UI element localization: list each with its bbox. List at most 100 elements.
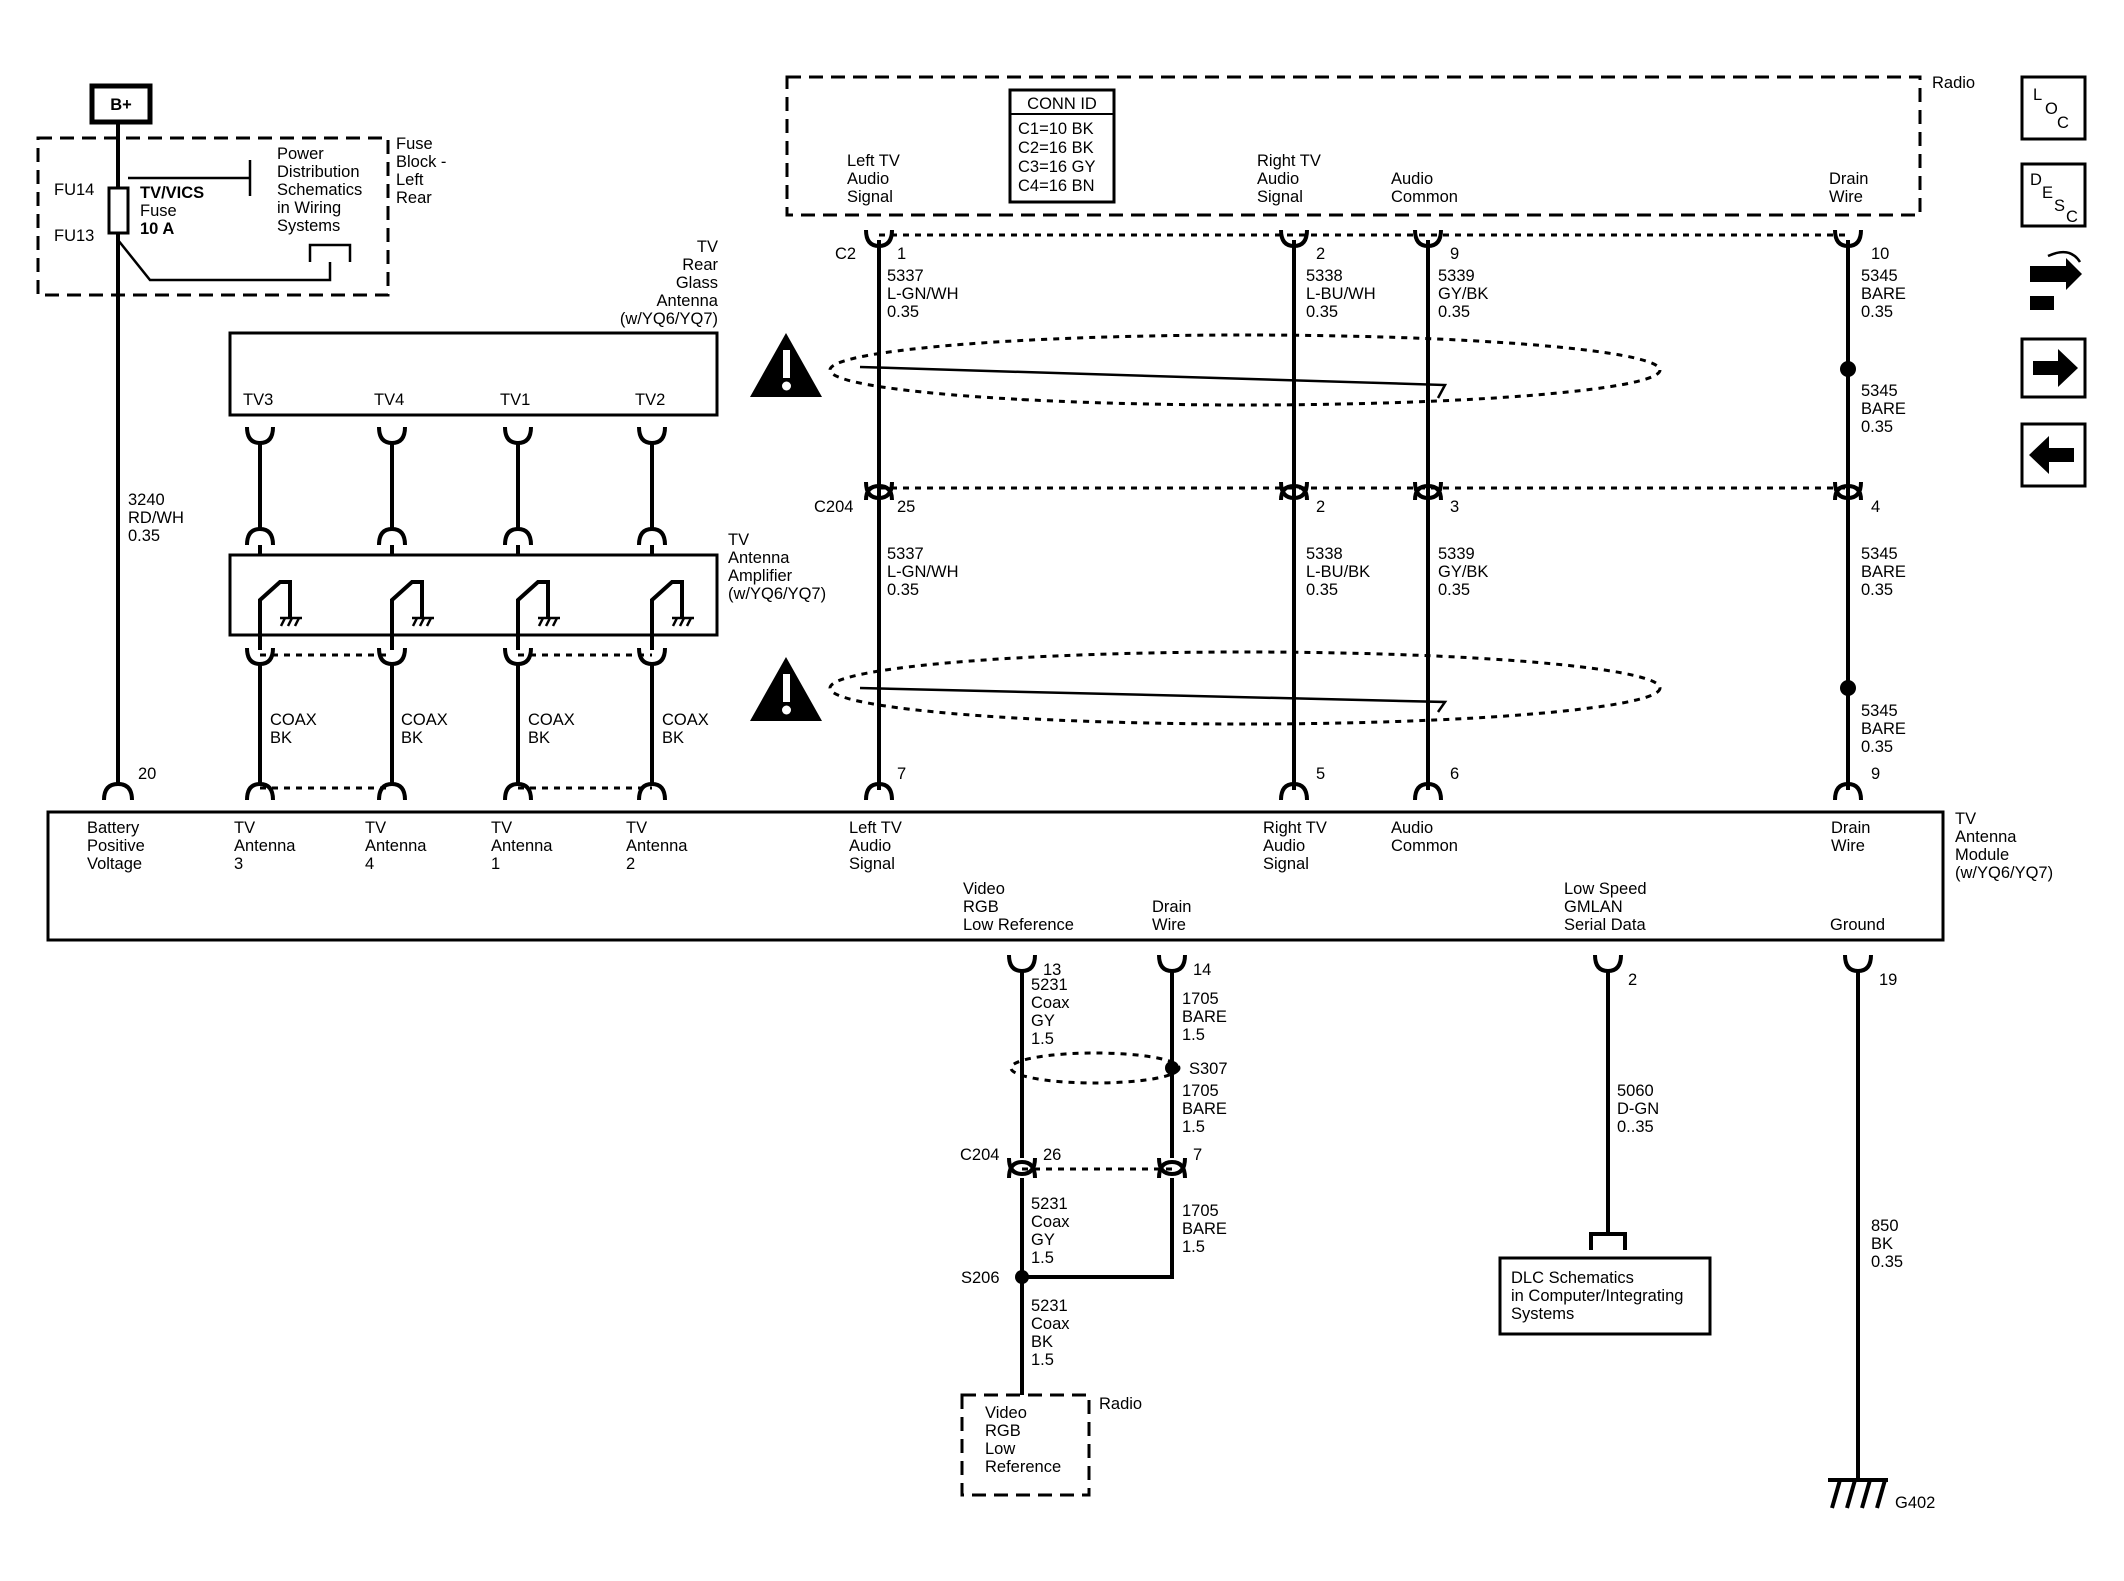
coax-color: BK xyxy=(662,729,684,747)
antenna-column-tv1 xyxy=(503,426,560,801)
desc-letter: E xyxy=(2042,184,2053,202)
dlc-line: DLC Schematics xyxy=(1511,1269,1634,1287)
module-pin-num: 7 xyxy=(897,765,906,783)
coax-label: COAX xyxy=(401,711,448,729)
module-drain-label: Wire xyxy=(1831,837,1865,855)
shield-splice-2 xyxy=(1840,680,1856,696)
module-drain2-label: Wire xyxy=(1152,916,1186,934)
module-battery-label: Battery xyxy=(87,819,140,837)
dlc-line: in Computer/Integrating xyxy=(1511,1287,1683,1305)
module-ant1-label: TV xyxy=(491,819,512,837)
module-ant3-label: Antenna xyxy=(234,837,296,855)
dlc-connector xyxy=(1589,1232,1627,1250)
c204-pin-7: 7 xyxy=(1193,1146,1202,1164)
module-pin-6 xyxy=(1413,781,1443,801)
w1705a: BARE xyxy=(1182,1008,1227,1026)
w1705c: 1.5 xyxy=(1182,1238,1205,1256)
conn-id-row: C1=10 BK xyxy=(1018,120,1094,138)
c2-wire-size: 0.35 xyxy=(1306,303,1338,321)
module-ant2-label: Antenna xyxy=(626,837,688,855)
loc-letter: L xyxy=(2033,86,2042,104)
rear-glass-line: (w/YQ6/YQ7) xyxy=(620,310,718,328)
drain-lower-size: 0.35 xyxy=(1861,418,1893,436)
module-battery-label: Voltage xyxy=(87,855,142,873)
c2-wire-color: BARE xyxy=(1861,285,1906,303)
c204-wire-id: 5338 xyxy=(1306,545,1343,563)
radio-sig-right: Right TV xyxy=(1257,152,1321,170)
radio-video-line: Video xyxy=(985,1404,1027,1422)
module-pin-5 xyxy=(1279,781,1309,801)
module-ground-label: Ground xyxy=(1830,916,1885,934)
radio-video-line: RGB xyxy=(985,1422,1021,1440)
c2-wire-size: 0.35 xyxy=(887,303,919,321)
w5231a: GY xyxy=(1031,1012,1055,1030)
module-pin-num: 6 xyxy=(1450,765,1459,783)
c204-wire-id: 5345 xyxy=(1861,545,1898,563)
w850: 0.35 xyxy=(1871,1253,1903,1271)
module-gmlan-label: Low Speed xyxy=(1564,880,1647,898)
wire-3240-size: 0.35 xyxy=(128,527,160,545)
pd-line-3: Schematics xyxy=(277,181,362,199)
rear-glass-line: Glass xyxy=(676,274,718,292)
coax-color: BK xyxy=(401,729,423,747)
w5231a: 1.5 xyxy=(1031,1030,1054,1048)
radio-sig-right: Signal xyxy=(1257,188,1303,206)
wire-3240-id: 3240 xyxy=(128,491,165,509)
g402-label: G402 xyxy=(1895,1494,1935,1512)
radio-label: Radio xyxy=(1932,74,1975,92)
w5231b: Coax xyxy=(1031,1213,1070,1231)
amplifier-box xyxy=(228,553,719,637)
s206-label: S206 xyxy=(961,1269,1000,1287)
module-common-label: Audio xyxy=(1391,819,1433,837)
coax-label: COAX xyxy=(662,711,709,729)
w1705a: 1.5 xyxy=(1182,1026,1205,1044)
c204-top-pin-num: 3 xyxy=(1450,498,1459,516)
w1705b: 1705 xyxy=(1182,1082,1219,1100)
conn-id-row: C3=16 GY xyxy=(1018,158,1096,176)
w1705c: BARE xyxy=(1182,1220,1227,1238)
module-gmlan-label: Serial Data xyxy=(1564,916,1646,934)
module-pin-7 xyxy=(864,781,894,801)
shield-ellipse-2 xyxy=(828,650,1662,726)
module-ant4-label: Antenna xyxy=(365,837,427,855)
radio-sig-left: Audio xyxy=(847,170,889,188)
next-page-button[interactable] xyxy=(2020,337,2087,399)
rear-glass-line: TV xyxy=(697,238,718,256)
radio-sig-common: Common xyxy=(1391,188,1458,206)
pd-line-2: Distribution xyxy=(277,163,360,181)
c2-wire-color: L-BU/WH xyxy=(1306,285,1376,303)
pd-box-symbol xyxy=(308,243,352,262)
rear-glass-antenna-box xyxy=(228,331,719,417)
w850: BK xyxy=(1871,1235,1893,1253)
wire-3240-color: RD/WH xyxy=(128,509,184,527)
arrow-right-icon xyxy=(2033,349,2078,387)
c2-label: C2 xyxy=(835,245,856,263)
drain-lower-size: 0.35 xyxy=(1861,738,1893,756)
module-side-label: Module xyxy=(1955,846,2009,864)
pin-2-label: 2 xyxy=(1628,971,1637,989)
fuse-block-line-2: Block - xyxy=(396,153,446,171)
c204-top-pin-25-mate xyxy=(864,483,894,501)
module-ant4-label: TV xyxy=(365,819,386,837)
c204-wire-color: GY/BK xyxy=(1438,563,1488,581)
desc-letter: C xyxy=(2066,208,2078,226)
rear-glass-line: Rear xyxy=(682,256,718,274)
radio-sig-drain: Wire xyxy=(1829,188,1863,206)
c2-wire-color: GY/BK xyxy=(1438,285,1488,303)
bplus-label: B+ xyxy=(110,96,132,114)
fuse-line-1: TV/VICS xyxy=(140,184,204,202)
loc-button[interactable]: L O C xyxy=(2020,75,2087,141)
connector-swap-button[interactable] xyxy=(2022,246,2085,312)
module-drain-label: Drain xyxy=(1831,819,1870,837)
module-video-label: Low Reference xyxy=(963,916,1074,934)
antenna-column-tv2 xyxy=(637,426,694,801)
dlc-box xyxy=(1498,1256,1712,1336)
c2-wire-color: L-GN/WH xyxy=(887,285,959,303)
w5231b: 5231 xyxy=(1031,1195,1068,1213)
desc-button[interactable]: D E S C xyxy=(2020,162,2087,228)
prev-page-button[interactable] xyxy=(2020,422,2087,488)
shield-drain-2 xyxy=(859,686,1448,713)
amplifier-line: Amplifier xyxy=(728,567,793,585)
w1705b: BARE xyxy=(1182,1100,1227,1118)
c2-wire-id: 5339 xyxy=(1438,267,1475,285)
